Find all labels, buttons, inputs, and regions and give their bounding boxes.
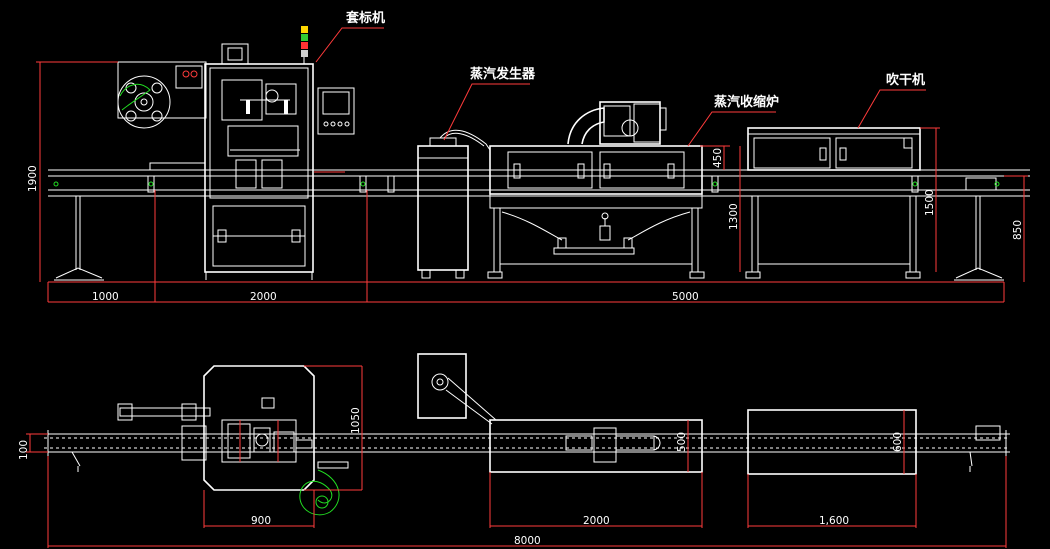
steam-generator-front	[417, 129, 491, 279]
dim-dryer-len: 1,600	[819, 515, 849, 527]
dim-len-labeler: 2000	[250, 291, 277, 303]
leader-blow-dryer	[857, 89, 926, 129]
dim-tunnel-top: 450	[712, 148, 724, 168]
label-sleeve-labeler: 套标机	[345, 10, 385, 26]
dim-conveyor-height: 850	[1012, 220, 1024, 240]
dim-len-rest: 5000	[672, 291, 699, 303]
top-view	[26, 353, 1010, 548]
dim-tunnel-width: 500	[676, 432, 688, 452]
steam-shrink-tunnel-front	[487, 101, 705, 279]
top-dimensions	[26, 365, 1007, 548]
steam-generator-top	[417, 353, 497, 425]
leader-sleeve-labeler	[315, 27, 384, 63]
dim-total-len: 8000	[514, 535, 541, 547]
dim-tunnel-height: 1300	[728, 203, 740, 230]
blow-dryer-front	[745, 127, 921, 279]
left-conveyor-leg	[54, 196, 104, 281]
dim-labeler-len: 900	[251, 515, 271, 527]
dim-dryer-height: 1500	[924, 189, 936, 216]
label-blow-dryer: 吹干机	[886, 72, 925, 88]
dim-tunnel-len: 2000	[583, 515, 610, 527]
leader-steam-generator	[443, 83, 530, 141]
top-conveyor	[44, 430, 1010, 456]
sleeve-labeler-top	[181, 365, 349, 516]
blow-dryer-top	[747, 409, 917, 475]
sleeve-labeler-front	[117, 26, 355, 280]
dim-len-feed: 1000	[92, 291, 119, 303]
right-conveyor-leg	[954, 177, 1004, 281]
leader-steam-tunnel	[687, 111, 776, 147]
dim-labeler-depth: 1050	[350, 407, 362, 434]
dim-height-total: 1900	[27, 165, 39, 192]
front-dimensions	[36, 61, 1028, 303]
label-steam-shrink-tunnel: 蒸汽收缩炉	[714, 94, 779, 110]
dim-conveyor-width: 100	[18, 440, 30, 460]
front-view	[36, 26, 1030, 303]
dim-dryer-width: 600	[892, 432, 904, 452]
steam-tunnel-top	[489, 419, 703, 473]
label-steam-generator: 蒸汽发生器	[470, 66, 536, 82]
